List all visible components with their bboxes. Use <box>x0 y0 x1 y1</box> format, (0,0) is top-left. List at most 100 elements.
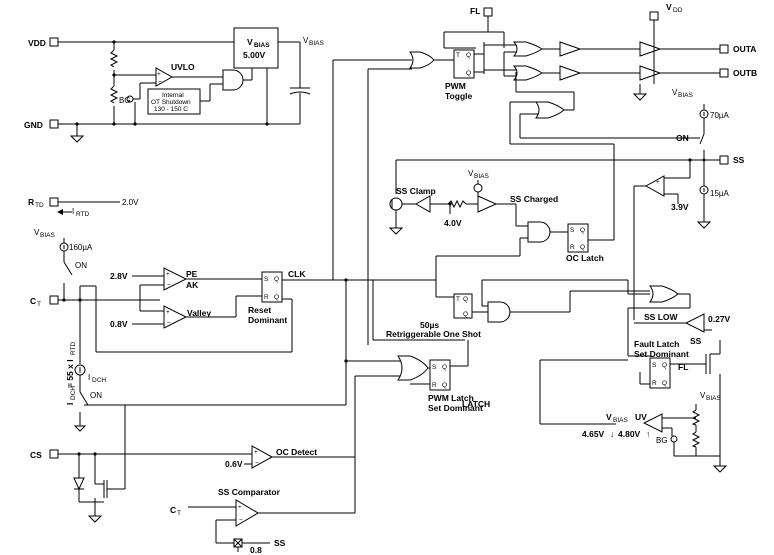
ss-bottom-label: SS <box>274 538 286 548</box>
arrow-down-icon: ↓ <box>610 429 614 439</box>
driver-b <box>559 65 582 81</box>
ot-label-2: OT Shutdown <box>151 99 191 106</box>
ss-in-label: SS <box>690 336 702 346</box>
svg-text:+: + <box>166 309 170 316</box>
internal-ot-shutdown: Internal OT Shutdown 130 - 150 C <box>147 83 223 115</box>
oc-detect-label: OC Detect <box>276 447 317 457</box>
ct2-label: C <box>170 505 176 515</box>
idch-discharge: I DCH = 55 x I RTD I DCH ON <box>65 300 346 432</box>
reset-dom-2: Dominant <box>248 315 287 325</box>
tg-t: T <box>456 52 460 59</box>
driver-a <box>559 41 582 57</box>
i160-label: 160µA <box>69 243 93 252</box>
vdd-bus <box>58 40 300 143</box>
ff3-r: R <box>570 244 575 251</box>
pin-fl <box>483 7 493 17</box>
pin-gnd-label: GND <box>24 120 43 130</box>
uv-comparator: V BIAS UV 4.65V ↓ 4.80V ↑ BG <box>582 412 720 457</box>
vdd-top-label: V <box>666 2 672 12</box>
svg-text:+: + <box>656 179 660 186</box>
pin-rtd-sub: TD <box>35 202 44 209</box>
ss-clamp-label: SS Clamp <box>396 186 436 196</box>
idch-side-rest: = 55 x I <box>65 359 75 388</box>
vbias-out-label: V <box>303 36 309 45</box>
clamp-resistor <box>447 199 467 209</box>
current-sense <box>58 405 252 523</box>
v08b-label: 0.8 <box>250 545 262 555</box>
vbias-70-sub: BIAS <box>678 92 693 99</box>
uv-resistor-1 <box>691 409 701 426</box>
ff4-q: Q <box>662 362 667 369</box>
vbias-160-label: V <box>34 228 40 237</box>
ff1-r: R <box>264 294 269 301</box>
pin-ss-label: SS <box>733 155 745 165</box>
oc-latch-label: OC Latch <box>566 253 604 263</box>
ff2-r: R <box>432 382 437 389</box>
idch-side-sub2: RTD <box>70 341 77 355</box>
ff4-qbar: Q <box>662 380 667 387</box>
pin-ct-label: C <box>30 296 36 306</box>
valley-label: Valley <box>187 308 211 318</box>
center-bus <box>332 59 465 457</box>
peak-label-2: AK <box>186 280 199 290</box>
ot-label-3: 130 - 150 C <box>154 106 188 113</box>
driver-a-out <box>639 41 662 57</box>
one-shot-and-gate <box>481 279 650 323</box>
clamp-amp <box>414 195 431 213</box>
arrow-up-icon: ↑ <box>646 429 650 439</box>
ss-current-70: V BIAS 70µA ON <box>672 88 730 160</box>
bandgap-source-2 <box>670 435 678 443</box>
pin-ct: C T <box>30 295 59 308</box>
one-shot-2: Retriggerable One Shot <box>386 329 481 339</box>
ot-label-1: Internal <box>162 92 184 99</box>
ground-icon <box>696 221 712 229</box>
ff2-qbar: Q <box>442 382 447 389</box>
v40-label: 4.0V <box>444 218 462 228</box>
ff1-s: S <box>264 276 269 283</box>
ground-icon <box>632 93 648 101</box>
ground-icon <box>69 135 85 143</box>
idch-sub: DCH <box>92 377 106 384</box>
pwm-latch-1: PWM Latch <box>428 393 474 403</box>
switch-on-3 <box>699 133 705 145</box>
pin-ct-sub: T <box>37 301 41 308</box>
uvlo-and-gate <box>222 68 253 91</box>
vbias-uv-sub: BIAS <box>613 417 628 424</box>
uvlo-label: UVLO <box>171 62 195 72</box>
vbias-regulator-voltage: 5.00V <box>243 50 266 60</box>
svg-text:+: + <box>157 71 161 78</box>
tg-q: Q <box>466 52 471 59</box>
pwm-toggle: T Q Q PWM Toggle FL <box>443 6 505 101</box>
tg-qbar: Q <box>466 70 471 77</box>
ss-comparator: + − SS Comparator C T SS 0.8 <box>170 376 356 555</box>
pwm-latch: S R Q Q PWM Latch Set Dominant LATCH <box>410 340 490 413</box>
ff1-qbar: Q <box>274 294 279 301</box>
ff4-s: S <box>652 362 657 369</box>
ff3-qbar: Q <box>580 244 585 251</box>
vbias-right-sub: BIAS <box>706 395 721 402</box>
v39-label: 3.9V <box>671 202 689 212</box>
switch-on-2 <box>79 391 89 406</box>
vbias-out-sub: BIAS <box>309 40 324 47</box>
pin-gnd: GND <box>24 119 59 130</box>
reset-dominant-latch: S R Q Q Reset Dominant CLK <box>248 269 348 325</box>
ss-charged-comparator <box>477 195 498 213</box>
bg2-label: BG <box>656 436 668 445</box>
rtd-reference: 2.0V I RTD <box>57 198 139 218</box>
ss-charged-label: SS Charged <box>510 194 558 204</box>
switch-on-1 <box>63 261 73 276</box>
pin-rtd-label: R <box>28 197 34 207</box>
one-shot-1: 50µs <box>420 320 439 330</box>
pin-fl-label: FL <box>470 6 480 16</box>
vbias-uv-label: V <box>606 412 612 422</box>
pin-outb-label: OUTB <box>733 68 757 78</box>
oc-latch: S R Q Q OC Latch <box>436 223 614 263</box>
pin-vdd: VDD <box>28 37 59 48</box>
vbias-70-label: V <box>672 88 678 97</box>
vbias-right-label: V <box>700 391 706 400</box>
oc-latch-and <box>519 221 568 256</box>
ground-icon <box>388 227 404 235</box>
fault-or-gate <box>627 285 691 357</box>
svg-text:+: + <box>254 449 258 456</box>
